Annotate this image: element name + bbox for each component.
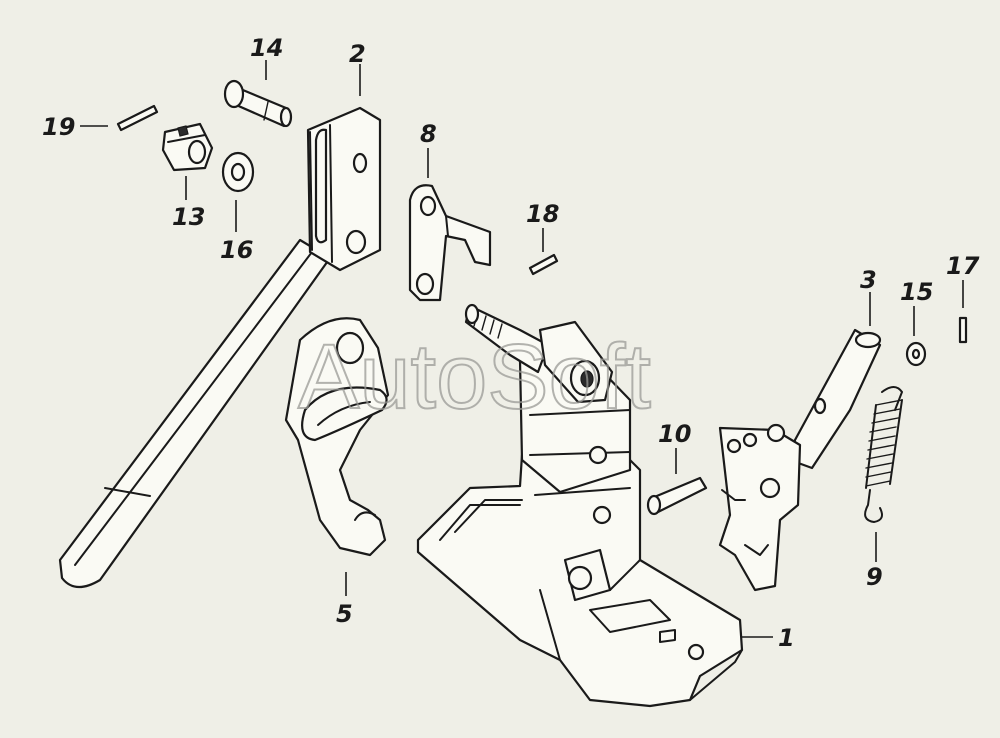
callout-5: 5 — [336, 600, 353, 628]
callout-9: 9 — [866, 563, 883, 591]
part-17-cotter-pin — [958, 316, 968, 344]
callout-14: 14 — [250, 34, 283, 62]
part-3-release-lever — [718, 328, 882, 592]
callout-19: 19 — [42, 113, 75, 141]
part-8-plate — [408, 184, 492, 302]
part-16-washer — [221, 151, 255, 193]
callout-16: 16 — [220, 236, 253, 264]
callout-labels: 1 2 3 5 8 9 10 13 14 15 16 17 18 19 — [42, 34, 980, 652]
callout-8: 8 — [420, 120, 437, 148]
part-18-cotter-pin — [528, 253, 559, 276]
callout-3: 3 — [860, 266, 877, 294]
part-15-washer — [905, 341, 927, 367]
part-10-pin — [646, 476, 708, 516]
callout-1: 1 — [778, 624, 795, 652]
callout-15: 15 — [900, 278, 933, 306]
callout-2: 2 — [349, 40, 366, 68]
callout-10: 10 — [658, 420, 691, 448]
part-2-lever — [58, 106, 382, 589]
leader-lines — [80, 60, 964, 638]
part-19-cotter-pin — [116, 104, 159, 132]
part-5-hook — [284, 317, 390, 557]
part-13-castle-nut — [161, 122, 214, 172]
part-14-clevis-pin — [223, 79, 293, 128]
part-1-base-housing — [416, 303, 744, 708]
callout-13: 13 — [172, 203, 205, 231]
watermark-text: AutoSoft — [298, 326, 651, 428]
callout-18: 18 — [526, 200, 559, 228]
part-9-spring — [864, 386, 903, 523]
callout-17: 17 — [946, 252, 980, 280]
